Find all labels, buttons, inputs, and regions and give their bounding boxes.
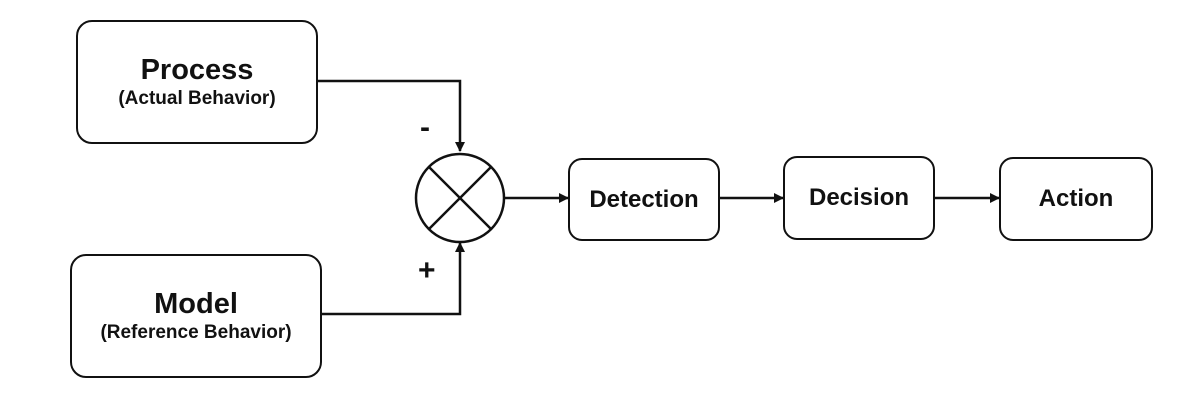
action-label: Action — [1038, 185, 1114, 212]
process-subtitle: (Actual Behavior) — [118, 88, 276, 109]
process-to-comparator-arrow — [318, 79, 465, 152]
detection-label: Detection — [589, 185, 699, 213]
model-box: Model (Reference Behavior) — [70, 254, 322, 378]
model-to-comparator-arrow — [322, 242, 465, 316]
model-title: Model — [154, 288, 238, 320]
detection-box: Detection — [568, 158, 720, 241]
plus-sign: + — [418, 254, 436, 287]
comparator-icon — [414, 152, 506, 244]
minus-sign: - — [420, 111, 430, 144]
action-box: Action — [999, 157, 1153, 241]
decision-box: Decision — [783, 156, 935, 240]
process-title: Process — [140, 54, 254, 86]
decision-label: Decision — [808, 184, 910, 211]
process-box: Process (Actual Behavior) — [76, 20, 318, 144]
model-subtitle: (Reference Behavior) — [100, 322, 292, 343]
